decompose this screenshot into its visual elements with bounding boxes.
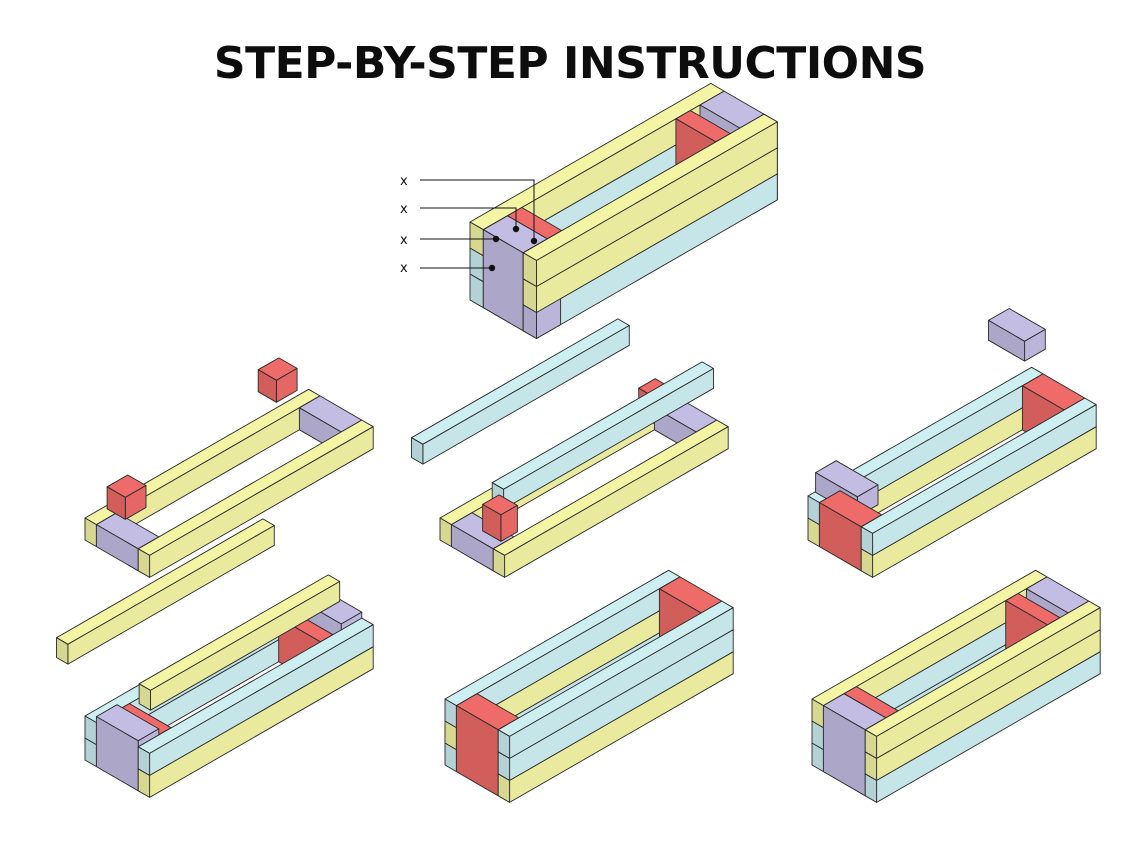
- page-title: STEP-BY-STEP INSTRUCTIONS: [213, 38, 927, 89]
- callout-dot-3: [492, 235, 500, 243]
- step-2-figure: [411, 318, 729, 578]
- long-board-lowering: [138, 574, 341, 711]
- callout-dot-4: [488, 264, 496, 272]
- callout-leader-2: [420, 207, 517, 229]
- callout-label-4: x: [400, 261, 408, 276]
- board-end: [137, 746, 151, 776]
- step-6-figure: [811, 569, 1101, 803]
- red-block-left: [482, 494, 518, 542]
- board-end: [492, 548, 506, 578]
- red-block-right: [257, 357, 298, 403]
- board-end: [106, 486, 126, 520]
- board-end: [138, 683, 151, 711]
- board-end: [411, 437, 424, 465]
- long-board-back-3: [811, 569, 1048, 729]
- board-end: [860, 526, 874, 556]
- callout-label-2: x: [400, 202, 408, 217]
- board-end: [988, 319, 1026, 362]
- long-board-front-2: [137, 617, 374, 776]
- callout-dot-1: [530, 237, 538, 245]
- callout-group: x x x x: [400, 174, 538, 276]
- board-end: [257, 369, 277, 403]
- long-board-floating: [56, 518, 275, 665]
- post-right-floating: [988, 308, 1046, 362]
- long-board-front: [492, 419, 729, 578]
- step-4-figure: [56, 518, 374, 798]
- board-end: [864, 729, 878, 759]
- board-end: [497, 729, 511, 759]
- long-board-front-3: [497, 600, 734, 759]
- callout-leader-1: [420, 179, 535, 241]
- step-5-figure: [444, 569, 734, 803]
- callout-label-3: x: [400, 233, 408, 248]
- callout-dot-2: [512, 225, 520, 233]
- board-end: [56, 637, 69, 665]
- red-block-left: [106, 474, 147, 520]
- long-board-front-2: [860, 397, 1097, 556]
- long-board-front-3: [864, 600, 1101, 759]
- board-end: [522, 252, 537, 287]
- board-end: [137, 548, 151, 578]
- callout-label-1: x: [400, 174, 408, 189]
- long-board-front: [137, 419, 374, 578]
- step-3-figure: [807, 308, 1097, 578]
- long-board-floating: [411, 318, 630, 465]
- completed-planter-figure: [469, 82, 778, 339]
- board-end: [95, 716, 139, 792]
- long-board-front-top: [522, 113, 778, 287]
- step-1-figure: [84, 357, 374, 578]
- board-end: [482, 503, 502, 542]
